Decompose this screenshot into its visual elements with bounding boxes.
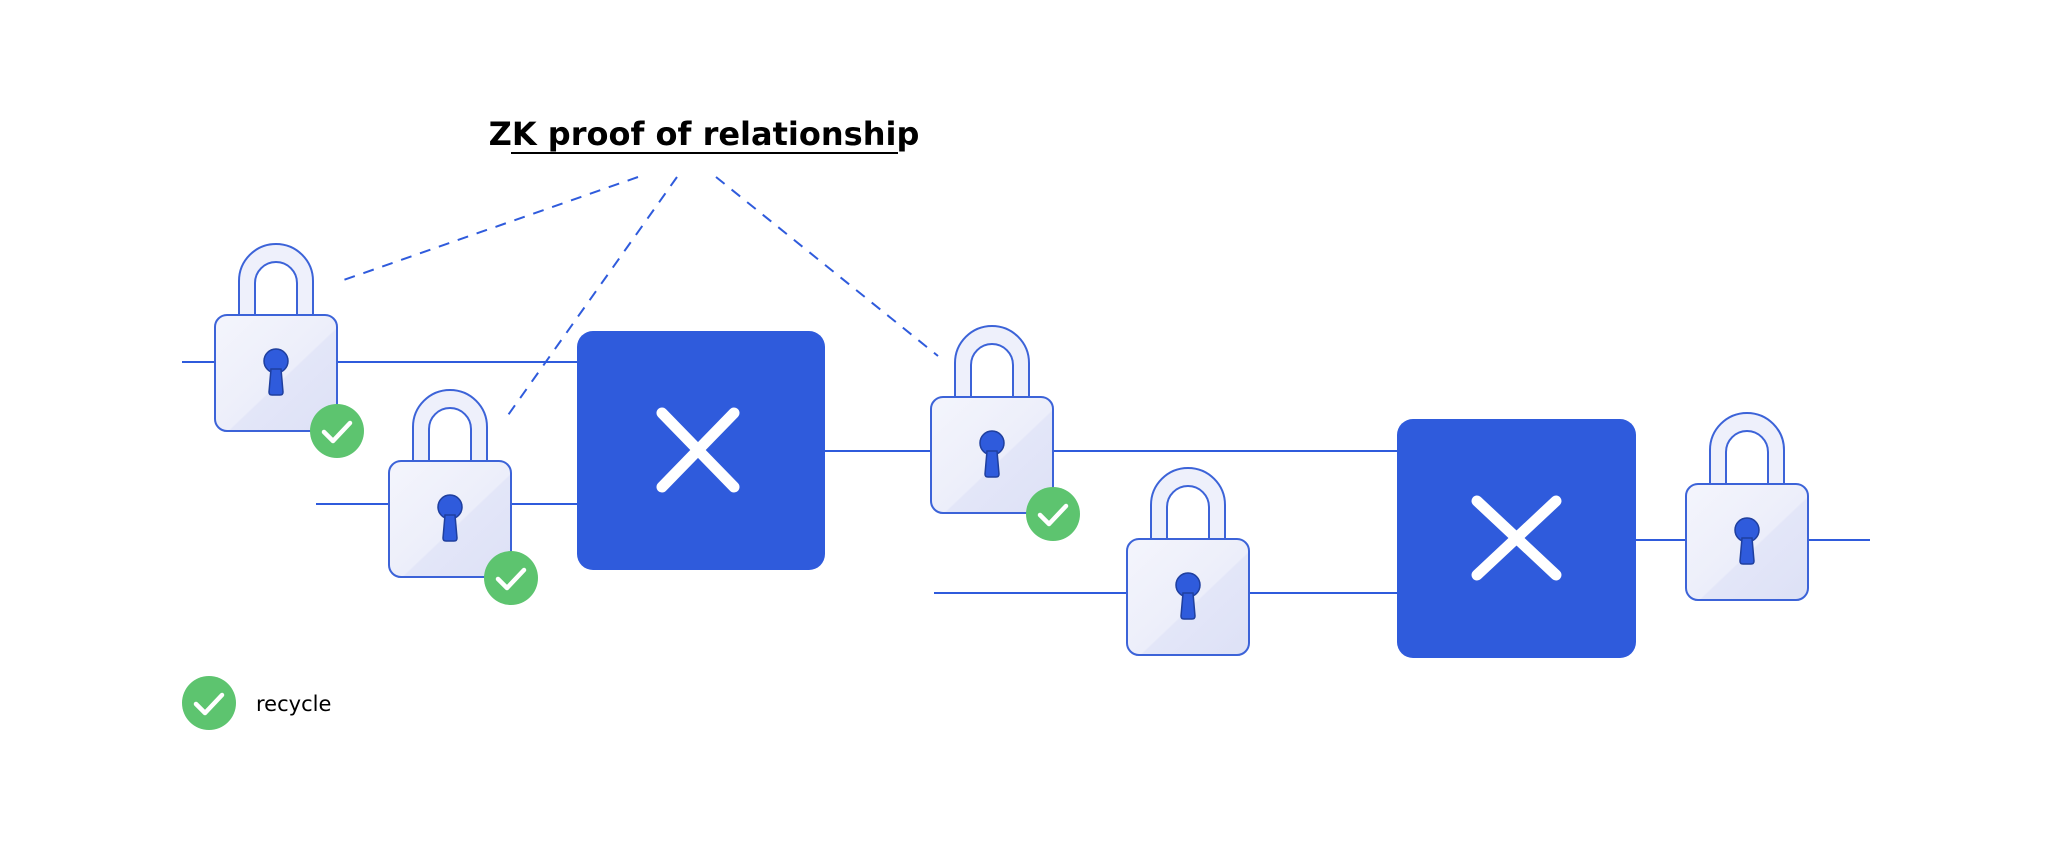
operation-box-2	[1397, 419, 1636, 658]
proof-links	[337, 176, 939, 419]
check-icon	[484, 551, 538, 605]
legend: recycle	[182, 676, 331, 730]
lock-3	[930, 325, 1054, 514]
lock-1	[214, 243, 338, 432]
check-icon	[310, 404, 364, 458]
legend-label: recycle	[256, 692, 331, 716]
check-icon	[1026, 487, 1080, 541]
check-icon	[182, 676, 236, 730]
lock-icon	[214, 243, 338, 432]
x-icon	[656, 407, 740, 493]
lock-icon	[1685, 412, 1809, 601]
lock-5	[1685, 412, 1809, 601]
proof-link	[715, 176, 939, 357]
title-text: ZK proof of relationship	[489, 115, 920, 153]
proof-link	[505, 176, 678, 419]
operation-box-1	[577, 331, 825, 570]
lock-icon	[1126, 467, 1250, 656]
proof-link	[337, 176, 639, 283]
x-icon	[1471, 495, 1562, 581]
lock-2	[388, 389, 512, 578]
lock-icon	[930, 325, 1054, 514]
lock-icon	[388, 389, 512, 578]
diagram-title: ZK proof of relationship	[489, 115, 920, 154]
lock-4	[1126, 467, 1250, 656]
